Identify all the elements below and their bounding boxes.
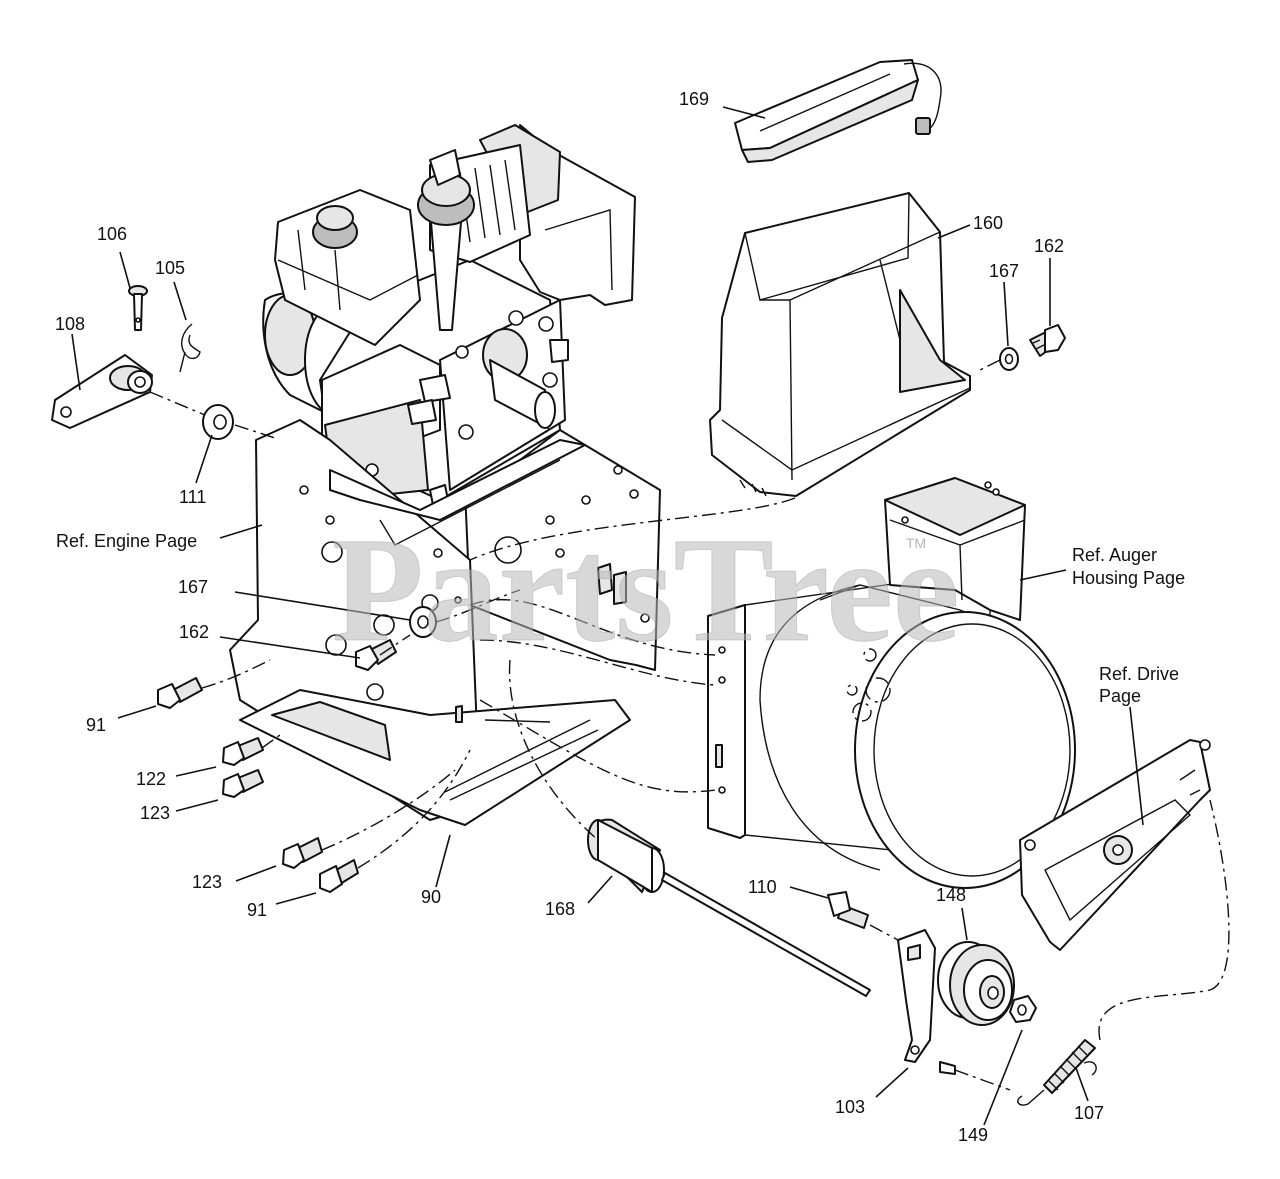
part-105-hairpin-clip[interactable] bbox=[179, 323, 201, 373]
part-160-housing[interactable] bbox=[709, 192, 971, 497]
part-91-bolt-lower[interactable] bbox=[319, 859, 359, 893]
part-110-bolt[interactable] bbox=[827, 891, 869, 929]
ref-auger-line1[interactable]: Ref. Auger bbox=[1072, 545, 1157, 565]
dash-line-108 bbox=[149, 391, 206, 416]
callout-107[interactable]: 107 bbox=[1074, 1103, 1104, 1123]
auger-housing bbox=[707, 477, 1076, 889]
watermark-tm: TM bbox=[906, 535, 926, 551]
callout-123-upper[interactable]: 123 bbox=[140, 803, 170, 823]
callout-106[interactable]: 106 bbox=[97, 224, 127, 244]
callout-167-upper[interactable]: 167 bbox=[989, 261, 1019, 281]
callout-123-lower[interactable]: 123 bbox=[192, 872, 222, 892]
part-107-spring[interactable] bbox=[1017, 1039, 1097, 1106]
part-162-bolt-lower[interactable] bbox=[355, 639, 397, 671]
ref-drive-line2[interactable]: Page bbox=[1099, 686, 1141, 706]
ref-drive-line1[interactable]: Ref. Drive bbox=[1099, 664, 1179, 684]
assembly-lines bbox=[201, 359, 1230, 1091]
callout-162-upper[interactable]: 162 bbox=[1034, 236, 1064, 256]
part-103-idler-arm[interactable] bbox=[661, 872, 956, 1075]
callout-149[interactable]: 149 bbox=[958, 1125, 988, 1145]
callout-110[interactable]: 110 bbox=[748, 877, 777, 897]
part-91-bolt-upper[interactable] bbox=[157, 677, 203, 709]
callout-111[interactable]: 111 bbox=[179, 487, 206, 507]
callout-168[interactable]: 168 bbox=[545, 899, 575, 919]
dash-line-111 bbox=[234, 424, 276, 439]
part-123-bolt-upper[interactable] bbox=[222, 769, 264, 798]
watermark-text: PartsTree bbox=[332, 507, 959, 673]
ref-engine-page[interactable]: Ref. Engine Page bbox=[56, 531, 197, 551]
part-169-cover[interactable] bbox=[734, 59, 942, 163]
callout-91-upper[interactable]: 91 bbox=[86, 715, 106, 735]
part-167-washer-upper[interactable] bbox=[999, 347, 1019, 371]
drive-bracket bbox=[1019, 739, 1211, 951]
callout-148[interactable]: 148 bbox=[936, 885, 966, 905]
part-108-bracket[interactable] bbox=[51, 354, 153, 429]
callout-167-lower[interactable]: 167 bbox=[178, 577, 208, 597]
callout-103[interactable]: 103 bbox=[835, 1097, 865, 1117]
callout-122[interactable]: 122 bbox=[136, 769, 166, 789]
ref-auger-line2[interactable]: Housing Page bbox=[1072, 568, 1185, 588]
callout-91-lower[interactable]: 91 bbox=[247, 900, 267, 920]
engine-assembly bbox=[262, 124, 636, 506]
frame-assembly bbox=[229, 419, 661, 826]
callout-90[interactable]: 90 bbox=[421, 887, 441, 907]
part-111-washer[interactable] bbox=[202, 404, 234, 440]
part-149-nut[interactable] bbox=[1009, 995, 1037, 1023]
callout-160[interactable]: 160 bbox=[973, 213, 1003, 233]
leader-lines bbox=[71, 106, 1144, 1126]
part-106-pin[interactable] bbox=[128, 285, 148, 331]
part-122-bolt[interactable] bbox=[222, 737, 264, 766]
callout-labels: 169 160 162 167 106 105 108 111 Ref. Eng… bbox=[55, 89, 1185, 1145]
callout-162-lower[interactable]: 162 bbox=[179, 622, 209, 642]
callout-108[interactable]: 108 bbox=[55, 314, 85, 334]
part-168-roller[interactable] bbox=[587, 818, 665, 893]
part-123-bolt-lower[interactable] bbox=[282, 837, 323, 869]
callout-169[interactable]: 169 bbox=[679, 89, 709, 109]
callout-105[interactable]: 105 bbox=[155, 258, 185, 278]
part-162-bolt-upper[interactable] bbox=[1029, 324, 1066, 357]
part-148-pulley[interactable] bbox=[937, 941, 1015, 1026]
